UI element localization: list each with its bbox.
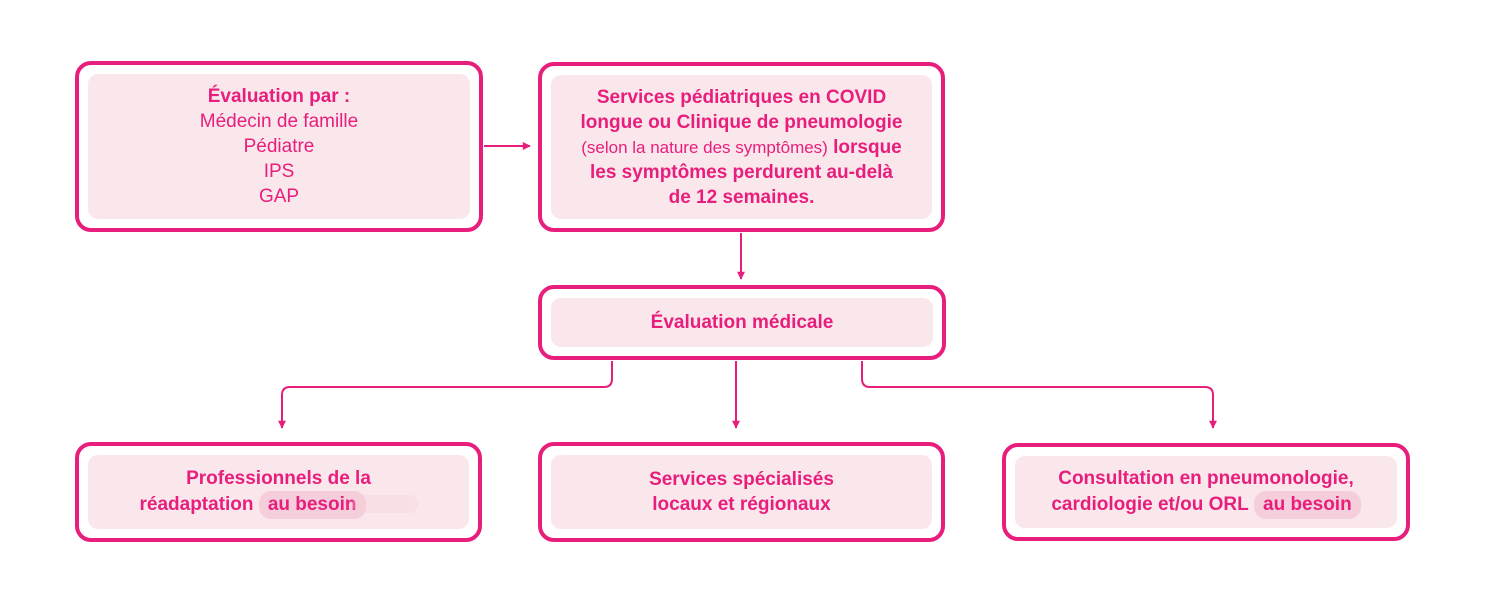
highlighted-text: au besoin: [1254, 490, 1361, 519]
node-text-segment: lorsque: [833, 136, 902, 158]
node-text-segment: cardiologie et/ou ORL: [1051, 493, 1249, 515]
node-text-line: locaux et régionaux: [652, 494, 831, 515]
node-consultation-body: Consultation en pneumonologie, cardiolog…: [1015, 456, 1397, 528]
node-text-line: Services pédiatriques en COVID: [596, 86, 887, 108]
node-evaluation-par-item: IPS: [263, 161, 295, 182]
node-professionnels: Professionnels de la réadaptation au bes…: [75, 442, 482, 542]
node-text-line: cardiologie et/ou ORL au besoin: [1051, 490, 1361, 519]
node-text-line: de 12 semaines.: [668, 186, 815, 208]
node-evaluation-par-title: Évaluation par :: [207, 86, 351, 107]
highlight-tail: [351, 495, 418, 514]
node-evaluation-par-item: Médecin de famille: [199, 111, 359, 132]
arrow-medicale-to-consultation: [861, 361, 1217, 429]
node-evaluation-par-item: GAP: [258, 186, 300, 207]
node-text-line: longue ou Clinique de pneumologie: [580, 111, 903, 133]
node-services-specialises: Services spécialisés locaux et régionaux: [538, 442, 945, 542]
node-services-specialises-body: Services spécialisés locaux et régionaux: [551, 455, 932, 529]
node-professionnels-body: Professionnels de la réadaptation au bes…: [88, 455, 469, 529]
node-services-pediatriques: Services pédiatriques en COVID longue ou…: [538, 62, 945, 232]
node-evaluation-par: Évaluation par : Médecin de famille Pédi…: [75, 61, 483, 232]
node-text-segment: réadaptation: [139, 493, 254, 515]
node-text-line: (selon la nature des symptômes) lorsque: [581, 135, 902, 160]
node-text-parenthetical: (selon la nature des symptômes): [581, 137, 828, 157]
node-evaluation-medicale: Évaluation médicale: [538, 285, 946, 360]
node-text-line: réadaptation au besoin: [139, 490, 418, 519]
node-text-line: Services spécialisés: [649, 469, 834, 490]
node-services-pediatriques-body: Services pédiatriques en COVID longue ou…: [551, 75, 932, 219]
node-text-line: Professionnels de la: [186, 467, 371, 489]
node-text-line: Consultation en pneumonologie,: [1058, 467, 1354, 489]
node-evaluation-par-item: Pédiatre: [243, 136, 315, 157]
node-evaluation-par-body: Évaluation par : Médecin de famille Pédi…: [88, 74, 470, 219]
node-text-line: les symptômes perdurent au-delà: [589, 161, 894, 183]
arrow-medicale-to-professionnels: [278, 361, 613, 429]
node-evaluation-medicale-label: Évaluation médicale: [650, 312, 834, 333]
node-consultation: Consultation en pneumonologie, cardiolog…: [1002, 443, 1410, 541]
highlighted-text: au besoin: [258, 490, 366, 519]
node-evaluation-medicale-body: Évaluation médicale: [551, 298, 933, 347]
